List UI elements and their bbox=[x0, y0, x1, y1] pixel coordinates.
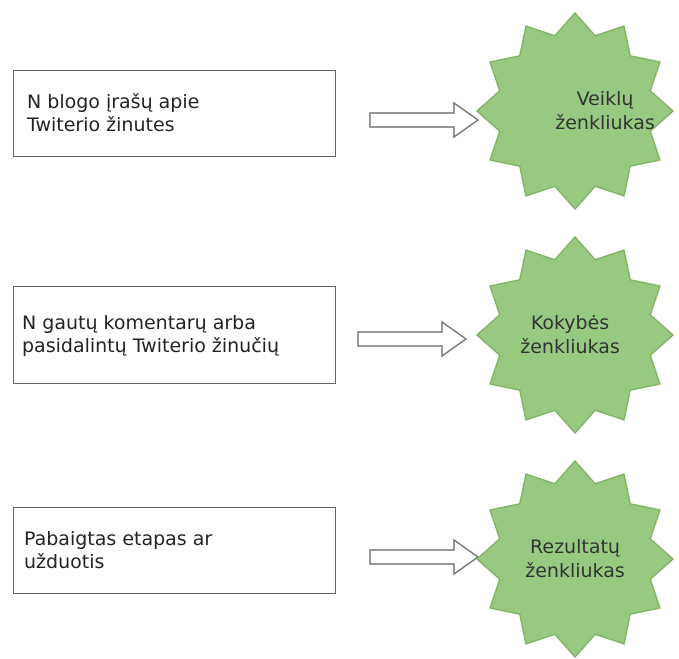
criterion-box-2: N gautų komentarų arba pasidalintų Twite… bbox=[13, 286, 336, 384]
badge-shape-2 bbox=[475, 235, 675, 435]
criterion-box-3: Pabaigtas etapas ar užduotis bbox=[13, 507, 336, 594]
criterion-text-2: N gautų komentarų arba pasidalintų Twite… bbox=[22, 312, 279, 357]
badge-shape-1 bbox=[475, 11, 675, 211]
arrow-right-icon bbox=[369, 101, 480, 139]
criterion-text-1: N blogo įrašų apie Twiterio žinutes bbox=[27, 90, 200, 136]
star-badge-icon bbox=[475, 235, 675, 435]
criterion-text-3: Pabaigtas etapas ar užduotis bbox=[24, 527, 213, 573]
badge-label-3: Rezultatų ženkliukas bbox=[525, 536, 625, 582]
criterion-box-1: N blogo įrašų apie Twiterio žinutes bbox=[13, 70, 336, 157]
arrow-right-icon bbox=[369, 538, 480, 576]
star-badge-icon bbox=[475, 11, 675, 211]
badge-label-2: Kokybės ženkliukas bbox=[520, 312, 620, 358]
arrow-right-icon bbox=[357, 320, 468, 358]
badge-label-1: Veiklų ženkliukas bbox=[555, 88, 655, 134]
